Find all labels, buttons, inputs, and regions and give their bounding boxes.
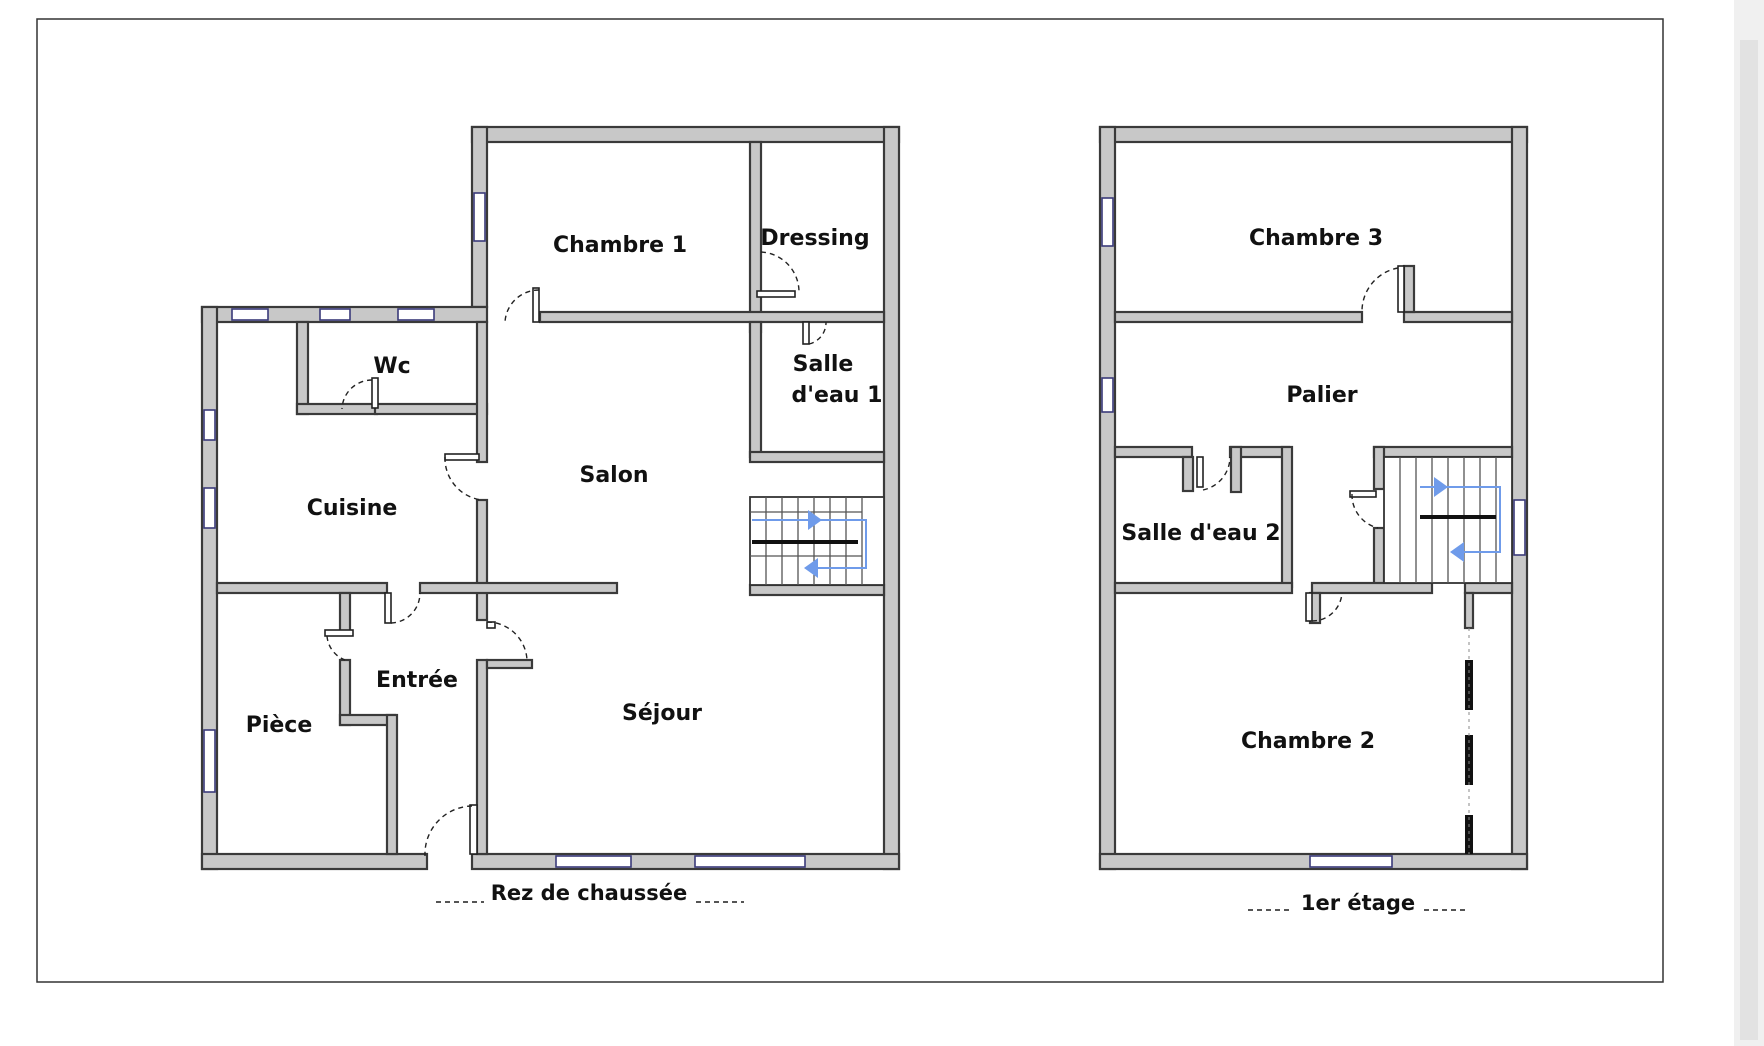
ground-floor-plan: Chambre 1 Dressing Wc Salle d'eau 1 Salo… bbox=[200, 125, 901, 905]
staircase bbox=[1383, 456, 1513, 584]
wall bbox=[1372, 445, 1514, 459]
wall bbox=[385, 713, 399, 856]
door bbox=[384, 592, 392, 624]
room-label-piece: Pièce bbox=[246, 713, 313, 738]
door bbox=[1397, 265, 1405, 313]
wall bbox=[215, 581, 389, 595]
door-swing bbox=[504, 289, 540, 323]
wall bbox=[485, 658, 534, 670]
room-label-chambre-1: Chambre 1 bbox=[553, 233, 687, 258]
first-floor-plan: Chambre 3 Palier Salle d'eau 2 Chambre 2… bbox=[1098, 125, 1529, 915]
door bbox=[469, 804, 478, 855]
staircase bbox=[749, 496, 885, 586]
wall bbox=[1181, 455, 1195, 493]
door-swing bbox=[444, 456, 483, 501]
wall bbox=[1280, 445, 1294, 589]
window bbox=[1101, 377, 1114, 413]
wall bbox=[1113, 310, 1364, 324]
window bbox=[694, 855, 806, 868]
door bbox=[1349, 490, 1377, 498]
room-label-entree: Entrée bbox=[376, 668, 458, 693]
room-label-salon: Salon bbox=[579, 463, 648, 488]
wall bbox=[1402, 264, 1416, 314]
window bbox=[1101, 197, 1114, 247]
room-label-wc: Wc bbox=[373, 354, 410, 379]
door bbox=[1196, 456, 1204, 488]
wall bbox=[475, 658, 489, 856]
wall bbox=[1510, 125, 1529, 871]
window bbox=[1309, 855, 1393, 868]
room-label-chambre-2: Chambre 2 bbox=[1241, 729, 1375, 754]
room-label-salle-eau-1-line2: d'eau 1 bbox=[792, 383, 883, 408]
wall bbox=[1113, 445, 1194, 459]
room-label-sejour: Séjour bbox=[622, 701, 702, 726]
window bbox=[319, 308, 351, 321]
window bbox=[397, 308, 435, 321]
wall bbox=[1463, 581, 1514, 595]
wall bbox=[1098, 125, 1529, 144]
room-label-salle-eau-1-line1: Salle bbox=[793, 352, 854, 377]
door-stop bbox=[486, 621, 496, 629]
room-label-chambre-3: Chambre 3 bbox=[1249, 226, 1383, 251]
wall bbox=[1372, 526, 1386, 589]
wall bbox=[470, 852, 901, 871]
wall bbox=[200, 852, 429, 871]
window bbox=[555, 855, 632, 868]
wall bbox=[882, 125, 901, 871]
wall bbox=[748, 450, 886, 464]
door bbox=[532, 287, 540, 323]
closet-door bbox=[1465, 735, 1473, 785]
door-swing bbox=[390, 592, 421, 624]
wall bbox=[1372, 445, 1386, 491]
room-label-palier: Palier bbox=[1286, 383, 1357, 408]
door bbox=[802, 321, 810, 345]
scrollbar-thumb[interactable] bbox=[1740, 40, 1758, 1040]
room-label-salle-eau-2: Salle d'eau 2 bbox=[1121, 521, 1280, 546]
door-swing bbox=[1311, 592, 1343, 622]
door-swing bbox=[486, 621, 528, 661]
wall bbox=[470, 125, 901, 144]
door bbox=[324, 629, 354, 637]
window bbox=[203, 487, 216, 529]
wall bbox=[1402, 310, 1514, 324]
wall bbox=[373, 402, 489, 416]
wall bbox=[748, 140, 763, 334]
wall bbox=[1310, 581, 1434, 595]
wall bbox=[338, 591, 352, 633]
window bbox=[203, 729, 216, 793]
wall bbox=[538, 310, 886, 324]
door-swing bbox=[424, 805, 473, 857]
door bbox=[371, 377, 379, 409]
window bbox=[231, 308, 269, 321]
door-swing bbox=[341, 379, 373, 410]
wall bbox=[1229, 445, 1243, 494]
room-label-dressing: Dressing bbox=[760, 226, 869, 251]
door bbox=[1305, 592, 1313, 622]
ground-floor-caption: Rez de chaussée bbox=[491, 881, 688, 905]
wall bbox=[1113, 581, 1294, 595]
door-swing bbox=[808, 321, 827, 345]
window bbox=[203, 409, 216, 441]
wall bbox=[475, 498, 489, 622]
door-swing bbox=[1351, 493, 1379, 529]
first-floor-caption: 1er étage bbox=[1301, 891, 1415, 915]
wall bbox=[418, 581, 619, 595]
wall bbox=[748, 320, 763, 459]
door-swing bbox=[326, 635, 346, 661]
door-swing bbox=[1361, 267, 1399, 313]
door-swing bbox=[760, 251, 800, 293]
door-swing bbox=[1202, 456, 1231, 491]
wall bbox=[295, 402, 379, 416]
wall bbox=[748, 583, 886, 597]
closet-door bbox=[1465, 815, 1473, 854]
window bbox=[473, 192, 486, 242]
window bbox=[1513, 499, 1526, 556]
door bbox=[444, 453, 480, 461]
door bbox=[756, 290, 796, 298]
wall bbox=[475, 320, 489, 464]
wall bbox=[295, 320, 310, 416]
wall bbox=[1463, 591, 1475, 630]
room-label-cuisine: Cuisine bbox=[307, 496, 398, 521]
